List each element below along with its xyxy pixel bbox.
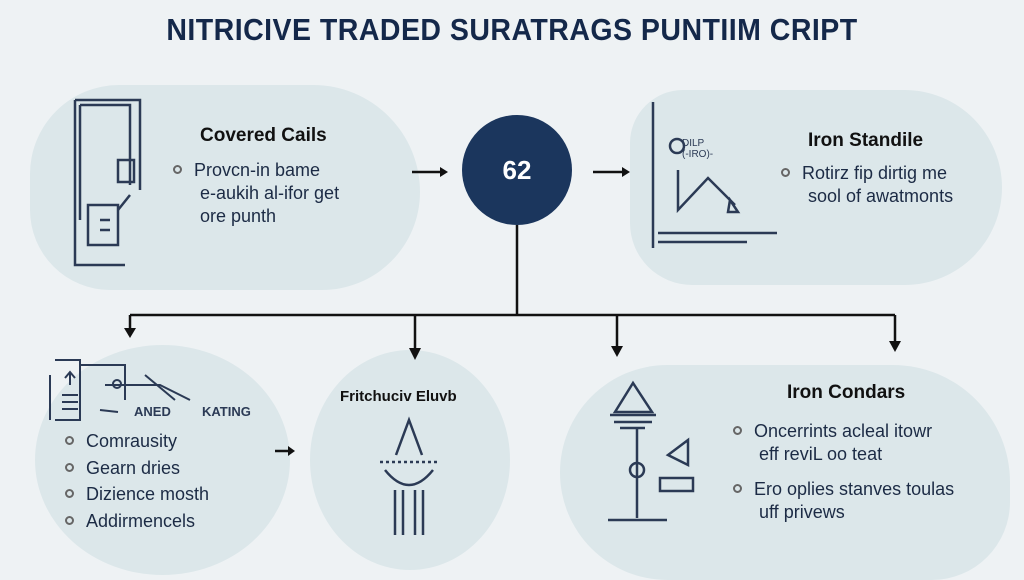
chart-label: DILP xyxy=(682,138,705,149)
page-title: NITRICIVE TRADED SURATRAGS PUNTIIM CRIPT xyxy=(166,12,858,47)
bottom-left-label: KATING xyxy=(202,404,251,419)
list-item: Dizience mosth xyxy=(86,484,210,504)
list-item: uff privews xyxy=(759,502,845,522)
iron-condars-title: Iron Condars xyxy=(787,382,906,403)
bottom-left-label: ANED xyxy=(134,404,171,419)
bullet-icon xyxy=(733,484,742,493)
iron-standile-panel xyxy=(630,90,1002,285)
bottom-left-flow-icon xyxy=(49,359,191,421)
bottom-left-panel xyxy=(35,345,290,575)
chart-label: (-IRO)- xyxy=(682,149,714,160)
covered-calls-line: ore punth xyxy=(200,206,277,226)
bottom-middle-panel xyxy=(310,350,510,570)
list-item: Comrausity xyxy=(86,431,178,451)
tower-icon xyxy=(380,416,438,535)
iron-standile-chart-icon xyxy=(651,102,777,248)
bottom-middle-title: Fritchuciv Eluvb xyxy=(340,388,457,405)
bottom-left-list: Comrausity Gearn dries Dizience mosth Ad… xyxy=(65,428,209,534)
chart-labels: DILP (-IRO)- xyxy=(670,138,713,160)
covered-calls-line: e-aukih al-ifor get xyxy=(200,183,340,203)
bullet-icon xyxy=(65,462,74,472)
list-item: Addirmencels xyxy=(86,510,196,531)
bullet-icon xyxy=(173,165,182,174)
iron-standile-title: Iron Standile xyxy=(808,130,924,151)
bullet-icon xyxy=(65,436,74,445)
iron-condars-list: Oncerrints acleal itowr eff reviL oo tea… xyxy=(733,420,954,524)
covered-calls-title: Covered Cails xyxy=(200,125,327,146)
covered-calls-icon xyxy=(73,98,142,267)
covered-calls-panel xyxy=(30,85,420,290)
iron-condars-panel xyxy=(560,365,1010,580)
covered-calls-content: Covered Cails Provcn-in bame e-aukih al-… xyxy=(173,125,340,228)
covered-calls-line: Provcn-in bame xyxy=(194,160,321,180)
iron-standile-content: Iron Standile Rotirz fip dirtig me sool … xyxy=(781,130,954,208)
bullet-icon xyxy=(65,489,74,498)
iron-standile-line: sool of awatmonts xyxy=(808,186,954,206)
iron-condars-icon xyxy=(608,380,695,522)
bullet-icon xyxy=(65,515,74,525)
list-item: Gearn dries xyxy=(86,457,181,478)
bullet-icon xyxy=(781,168,790,177)
iron-standile-line: Rotirz fip dirtig me xyxy=(802,163,948,183)
list-item: Ero oplies stanves toulas xyxy=(754,479,955,499)
center-value-circle: 62 xyxy=(462,115,572,225)
list-item: eff reviL oo teat xyxy=(759,444,883,464)
bullet-icon xyxy=(733,426,742,435)
list-item: Oncerrints acleal itowr xyxy=(754,421,933,441)
